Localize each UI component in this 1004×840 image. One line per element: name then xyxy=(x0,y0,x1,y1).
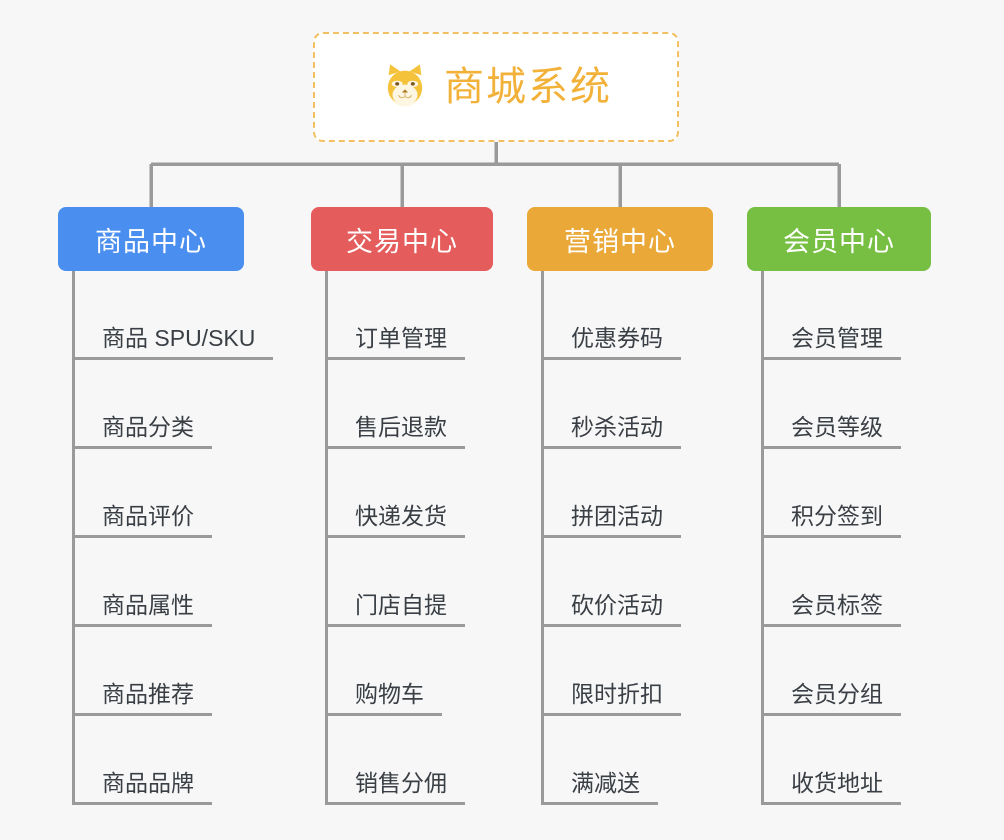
branch-column-trade-center: 交易中心订单管理售后退款快递发货门店自提购物车销售分佣 xyxy=(311,207,493,805)
leaf-item[interactable]: 积分签到 xyxy=(761,496,901,538)
leaf-item-label: 限时折扣 xyxy=(541,681,681,716)
leaf-item[interactable]: 拼团活动 xyxy=(541,496,681,538)
leaf-item-label: 会员标签 xyxy=(761,592,901,627)
leaf-item-label: 订单管理 xyxy=(325,325,465,360)
branch-column-marketing-center: 营销中心优惠券码秒杀活动拼团活动砍价活动限时折扣满减送 xyxy=(527,207,713,805)
leaf-item-label: 快递发货 xyxy=(325,503,465,538)
leaf-item[interactable]: 订单管理 xyxy=(325,318,465,360)
leaf-item[interactable]: 快递发货 xyxy=(325,496,465,538)
leaf-item-label: 门店自提 xyxy=(325,592,465,627)
leaf-item-label: 砍价活动 xyxy=(541,592,681,627)
leaf-item-label: 秒杀活动 xyxy=(541,414,681,449)
leaf-item-label: 商品推荐 xyxy=(72,681,212,716)
branch-trunk-line xyxy=(325,271,328,805)
branch-header-member-center[interactable]: 会员中心 xyxy=(747,207,931,271)
leaf-item[interactable]: 商品评价 xyxy=(72,496,212,538)
leaf-item[interactable]: 会员等级 xyxy=(761,407,901,449)
leaf-item[interactable]: 优惠券码 xyxy=(541,318,681,360)
leaf-item-label: 商品 SPU/SKU xyxy=(72,325,274,360)
leaf-item-label: 收货地址 xyxy=(761,770,901,805)
leaf-item[interactable]: 商品品牌 xyxy=(72,763,212,805)
leaf-item-label: 满减送 xyxy=(541,770,658,805)
branch-header-marketing-center[interactable]: 营销中心 xyxy=(527,207,713,271)
branch-trunk-line xyxy=(72,271,75,805)
leaf-item[interactable]: 收货地址 xyxy=(761,763,901,805)
leaf-item-label: 商品属性 xyxy=(72,592,212,627)
branch-trunk-line xyxy=(761,271,764,805)
branch-trunk-line xyxy=(541,271,544,805)
leaf-item[interactable]: 商品 SPU/SKU xyxy=(72,318,274,360)
leaf-item-label: 商品分类 xyxy=(72,414,212,449)
leaf-item-label: 商品品牌 xyxy=(72,770,212,805)
branch-column-member-center: 会员中心会员管理会员等级积分签到会员标签会员分组收货地址 xyxy=(747,207,931,805)
branch-header-product-center[interactable]: 商品中心 xyxy=(58,207,244,271)
leaf-item[interactable]: 会员标签 xyxy=(761,585,901,627)
leaf-item[interactable]: 商品推荐 xyxy=(72,674,212,716)
leaf-item-label: 会员分组 xyxy=(761,681,901,716)
leaf-item-label: 会员等级 xyxy=(761,414,901,449)
leaf-item[interactable]: 砍价活动 xyxy=(541,585,681,627)
leaf-item[interactable]: 会员管理 xyxy=(761,318,901,360)
leaf-item[interactable]: 限时折扣 xyxy=(541,674,681,716)
leaf-item-label: 优惠券码 xyxy=(541,325,681,360)
root-title: 商城系统 xyxy=(444,65,612,109)
root-node[interactable]: 商城系统 xyxy=(313,32,679,142)
leaf-item[interactable]: 门店自提 xyxy=(325,585,465,627)
leaf-item[interactable]: 商品属性 xyxy=(72,585,212,627)
leaf-item-label: 销售分佣 xyxy=(325,770,465,805)
leaf-item[interactable]: 购物车 xyxy=(325,674,442,716)
shiba-dog-face-icon xyxy=(387,64,423,107)
leaf-item[interactable]: 满减送 xyxy=(541,763,658,805)
leaf-item-label: 商品评价 xyxy=(72,503,212,538)
leaf-item[interactable]: 会员分组 xyxy=(761,674,901,716)
leaf-item-label: 售后退款 xyxy=(325,414,465,449)
branch-column-product-center: 商品中心商品 SPU/SKU 商品分类商品评价商品属性商品推荐商品品牌 xyxy=(58,207,274,805)
leaf-item-label: 拼团活动 xyxy=(541,503,681,538)
leaf-item[interactable]: 销售分佣 xyxy=(325,763,465,805)
branch-header-trade-center[interactable]: 交易中心 xyxy=(311,207,493,271)
leaf-item-label: 积分签到 xyxy=(761,503,901,538)
leaf-item[interactable]: 秒杀活动 xyxy=(541,407,681,449)
leaf-item-label: 购物车 xyxy=(325,681,442,716)
leaf-item[interactable]: 售后退款 xyxy=(325,407,465,449)
leaf-item[interactable]: 商品分类 xyxy=(72,407,212,449)
leaf-item-label: 会员管理 xyxy=(761,325,901,360)
